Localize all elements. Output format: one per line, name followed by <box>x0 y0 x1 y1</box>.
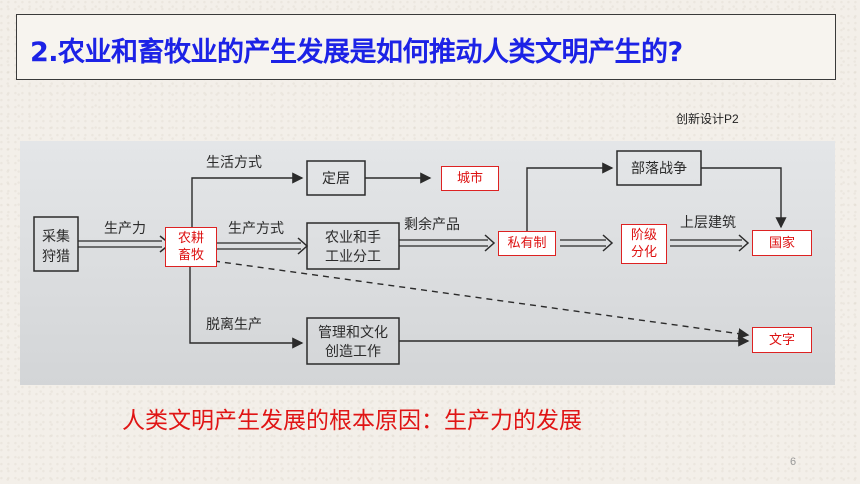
node-agriculture-2: 畜牧 <box>177 248 204 263</box>
conclusion-text: 人类文明产生发展的根本原因：生产力的发展 <box>122 408 582 434</box>
node-gathering-2: 狩猎 <box>42 249 70 265</box>
title-frame <box>16 14 836 80</box>
label-surplus: 剩余产品 <box>404 216 460 233</box>
label-way-of-life: 生活方式 <box>206 155 262 171</box>
node-tribal-war: 部落战争 <box>631 161 687 177</box>
flow-diagram: 采集 狩猎 定居 农业和手 工业分工 管理和文化 创造工作 部落战争 生产力 生… <box>33 150 787 365</box>
node-class-2: 分化 <box>630 245 657 260</box>
label-detached: 脱离生产 <box>206 316 262 333</box>
node-writing: 文字 <box>752 327 812 353</box>
node-class-1: 阶级 <box>630 228 657 243</box>
node-private-ownership: 私有制 <box>498 231 556 256</box>
node-gathering-1: 采集 <box>42 228 70 245</box>
node-state: 国家 <box>752 230 812 256</box>
node-division-2: 工业分工 <box>325 249 381 265</box>
node-division-1: 农业和手 <box>325 230 381 246</box>
node-agriculture-1: 农耕 <box>177 231 204 246</box>
node-city: 城市 <box>441 166 499 191</box>
node-management-1: 管理和文化 <box>318 325 388 341</box>
node-management-2: 创造工作 <box>325 344 381 360</box>
box-gathering <box>33 216 79 272</box>
page-number: 6 <box>790 456 797 468</box>
flow-diagram-photo: 采集 狩猎 定居 农业和手 工业分工 管理和文化 创造工作 部落战争 生产力 生… <box>20 141 835 385</box>
node-settlement: 定居 <box>322 171 350 187</box>
slide-title: 2.农业和畜牧业的产生发展是如何推动人类文明产生的? <box>30 37 683 68</box>
source-note: 创新设计P2 <box>676 112 739 126</box>
label-superstructure: 上层建筑 <box>680 215 736 231</box>
label-production-mode: 生产方式 <box>228 221 284 237</box>
node-agriculture-herding: 农耕 畜牧 <box>165 227 217 267</box>
label-productivity: 生产力 <box>104 221 146 237</box>
node-class-differentiation: 阶级 分化 <box>621 224 667 264</box>
